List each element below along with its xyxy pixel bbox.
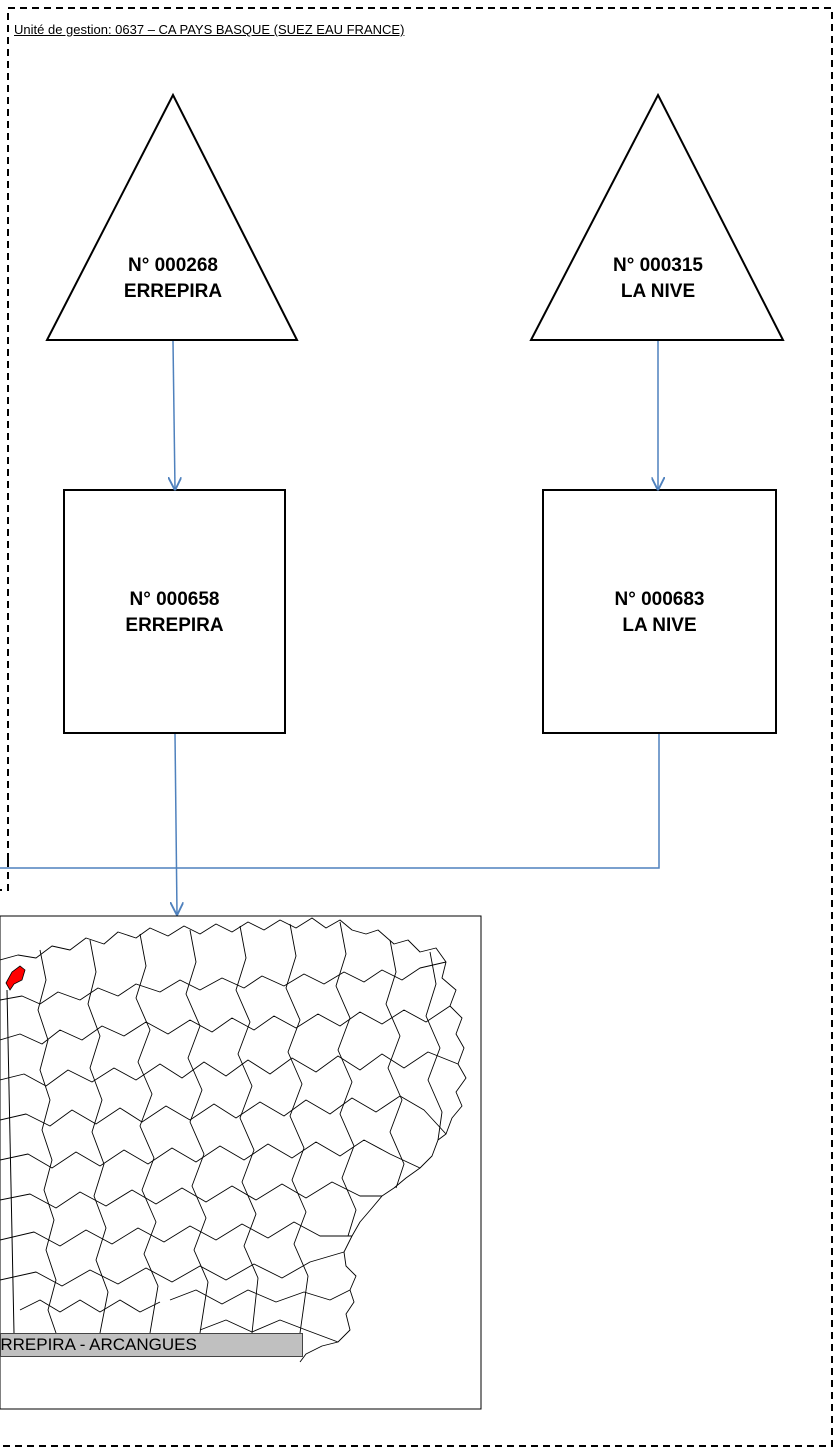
management-unit-title: Unité de gestion: 0637 – CA PAYS BASQUE … xyxy=(14,22,405,37)
highlighted-commune xyxy=(5,965,26,991)
source-name: LA NIVE xyxy=(620,281,696,302)
plant-label-000683: N° 000683 LA NIVE xyxy=(543,587,776,639)
source-number: N° 000315 xyxy=(613,255,703,276)
arrow-plant-000658-to-commune xyxy=(175,733,177,914)
plant-number: N° 000658 xyxy=(129,589,220,610)
source-triangle-000268 xyxy=(45,92,299,341)
plant-label-000658: N° 000658 ERREPIRA xyxy=(64,587,285,639)
source-name: ERREPIRA xyxy=(123,281,223,302)
arrow-source-000268-to-plant-000658 xyxy=(173,340,175,489)
plant-name: LA NIVE xyxy=(622,615,697,636)
source-triangle-000315 xyxy=(529,92,785,341)
plant-box-000658 xyxy=(63,489,286,734)
connector-plant-000683-to-distribution xyxy=(0,734,660,869)
source-label-000268: N° 000268 ERREPIRA xyxy=(93,253,253,305)
plant-box-000683 xyxy=(542,489,777,734)
plant-name: ERREPIRA xyxy=(125,615,224,636)
commune-label: ERREPIRA - ARCANGUES xyxy=(0,1333,303,1357)
commune-label-text: ERREPIRA - ARCANGUES xyxy=(0,1335,197,1354)
management-unit-frame xyxy=(0,7,833,1447)
commune-leader-line xyxy=(6,989,15,1334)
source-label-000315: N° 000315 LA NIVE xyxy=(578,253,738,305)
plant-number: N° 000683 xyxy=(614,589,705,610)
commune-map xyxy=(0,917,467,1363)
source-number: N° 000268 xyxy=(128,255,218,276)
